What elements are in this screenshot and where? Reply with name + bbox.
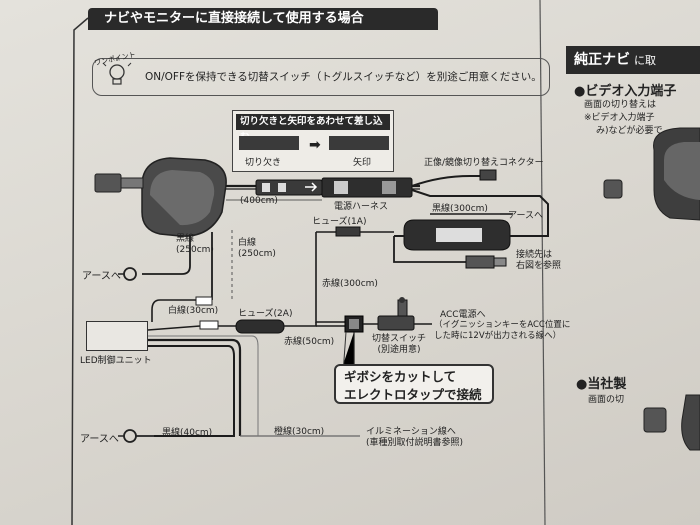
arrow-right-icon: ➡ — [309, 137, 321, 153]
toggle-switch — [377, 297, 415, 331]
label-orange30: 橙線(30cm) — [274, 427, 325, 437]
right-bullet-ours: ●当社製 — [576, 377, 627, 392]
right-title-sub: に取 — [634, 54, 656, 67]
label-power-harness: 電源ハーネス — [334, 202, 389, 212]
label-led-unit: LED制御ユニット — [80, 356, 152, 366]
notch-label: 切り欠き — [245, 158, 282, 168]
mirror-connector-plug — [479, 169, 497, 181]
notch-plug-icon — [239, 136, 299, 150]
rca-plug — [465, 255, 507, 269]
lightbulb-icon — [102, 58, 132, 85]
label-ground-right: アースへ — [508, 211, 544, 221]
label-illumination: イルミネーション線へ (車種別取付説明書参照) — [366, 427, 464, 448]
insertion-callout: 切り欠きと矢印をあわせて差し込む ➡ 切り欠き 矢印 — [232, 110, 394, 172]
right-b1-line3: み)などが必要で — [596, 126, 663, 136]
label-white250: 白線 (250cm) — [238, 238, 276, 259]
label-ground-left: アースへ — [82, 271, 121, 282]
right-title-text: 純正ナビ — [574, 52, 630, 68]
video-module — [394, 219, 549, 251]
label-acc: ACC電源へ — [440, 310, 486, 320]
label-black300: 黒線(300cm) — [432, 204, 488, 214]
tap-instruction-box: ギボシをカットして エレクトロタップで接続 — [334, 364, 494, 404]
notice-box — [92, 58, 550, 96]
fuse-1a — [335, 226, 361, 237]
label-connector: 正像/鏡像切り替えコネクター — [424, 158, 544, 168]
label-connect-dest: 接続先は 右図を参照 — [516, 250, 562, 271]
right-bullet-video: ●ビデオ入力端子 — [574, 84, 677, 99]
label-len400: (400cm) — [240, 196, 278, 206]
label-red300: 赤線(300cm) — [322, 279, 378, 289]
section-frame-left — [71, 17, 89, 525]
right-b1-line1: 画面の切り替えは — [584, 100, 657, 110]
fuse-2a — [235, 319, 285, 334]
led-control-unit-box — [86, 321, 148, 351]
tap-instruction-text: ギボシをカットして エレクトロタップで接続 — [344, 369, 482, 402]
label-fuse1: ヒューズ(1A) — [312, 217, 367, 227]
ground-terminal-bottom — [118, 429, 154, 443]
notice-text: ON/OFFを保持できる切替スイッチ（トグルスイッチなど）を別途ご用意ください。 — [145, 71, 542, 83]
label-switch: 切替スイッチ (別途用意) — [372, 334, 427, 355]
label-fuse2: ヒューズ(2A) — [238, 309, 293, 319]
right-b1-line2: ※ビデオ入力端子 — [584, 113, 655, 123]
electro-tap — [344, 315, 364, 333]
label-white30: 白線(30cm) — [168, 306, 219, 316]
label-ground-bottom: アースへ — [80, 434, 119, 445]
ground-terminal-left — [118, 267, 137, 281]
right-section-title: 純正ナビに取 — [566, 46, 700, 74]
arrow-label: 矢印 — [353, 158, 372, 168]
camera-left — [94, 157, 227, 237]
label-black250: 黒線 (250cm) — [176, 234, 214, 255]
label-black40: 黒線(40cm) — [162, 428, 213, 438]
section-title: ナビやモニターに直接接続して使用する場合 — [88, 8, 438, 30]
right-camera-top — [603, 127, 700, 221]
harness-connector — [255, 177, 413, 198]
label-red50: 赤線(50cm) — [284, 337, 335, 347]
right-camera-bottom — [643, 394, 700, 451]
arrow-socket-icon — [329, 136, 389, 150]
callout-title: 切り欠きと矢印をあわせて差し込む — [236, 114, 390, 143]
right-b2-line1: 画面の切 — [588, 395, 625, 405]
label-acc-note: （イグニッションキーをACC位置に した時に12Vが出力される線へ） — [434, 320, 571, 341]
